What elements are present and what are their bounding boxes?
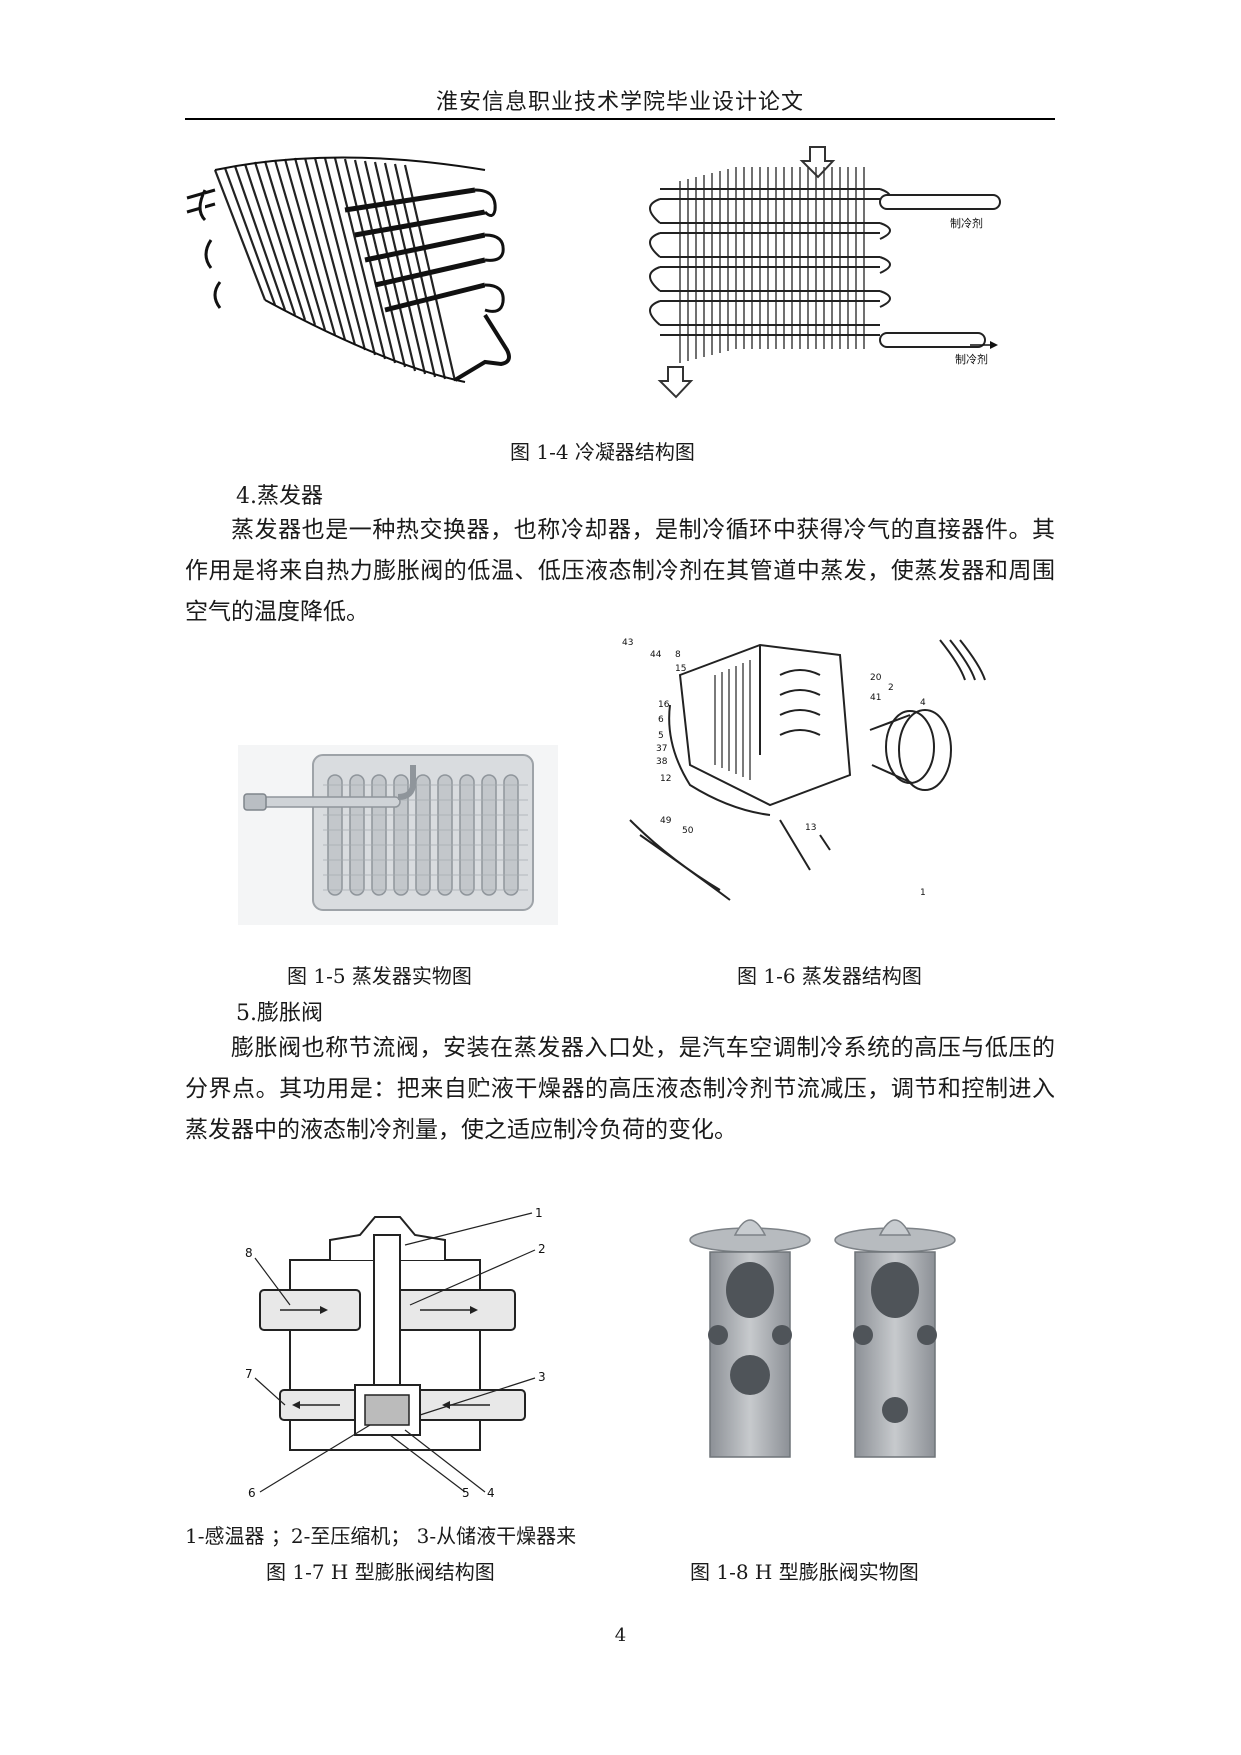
figure-1-4-caption: 图 1-4 冷凝器结构图 [510,440,695,464]
part-label-16: 16 [658,700,670,710]
part-label-41: 41 [870,693,881,703]
part-label-50: 50 [682,826,694,836]
part-label-37: 37 [656,744,667,754]
figure-1-7-legend: 1-感温器 ；2-至压缩机； 3-从储液干燥器来 [185,1524,577,1548]
part-label-44: 44 [650,650,662,660]
part-label-38: 38 [656,757,668,767]
part-label-49: 49 [660,816,672,826]
figure-1-5-caption: 图 1-5 蒸发器实物图 [287,964,472,988]
valve-label-1: 1 [535,1206,543,1220]
valve-label-5: 5 [462,1486,470,1500]
h-type-valve-photo [689,1219,956,1458]
part-label-5: 5 [658,731,664,741]
valve-label-3: 3 [538,1370,546,1384]
part-label-43: 43 [622,638,633,648]
valve-label-6: 6 [248,1486,256,1500]
part-label-2: 2 [888,683,894,693]
evaporator-photo [238,745,558,925]
section-heading-expansion-valve: 5.膨胀阀 [236,1001,323,1026]
part-label-6: 6 [658,715,664,725]
part-label-12: 12 [660,774,671,784]
part-label-20: 20 [870,673,882,683]
part-label-1: 1 [920,888,926,898]
figure-1-8-caption: 图 1-8 H 型膨胀阀实物图 [690,1560,919,1584]
condenser-front-view-drawing: 制冷剂 制冷剂 [649,146,1001,399]
evaporator-paragraph: 蒸发器也是一种热交换器，也称冷却器，是制冷循环中获得冷气的直接器件。其作用是将来… [185,517,1055,625]
refrigerant-inlet-label: 制冷剂 [950,216,983,230]
expansion-valve-paragraph: 膨胀阀也称节流阀，安装在蒸发器入口处，是汽车空调制冷系统的高压与低压的分界点。其… [185,1035,1055,1143]
valve-label-8: 8 [245,1246,253,1260]
valve-label-7: 7 [245,1367,253,1381]
condenser-perspective-drawing [186,156,511,383]
valve-label-4: 4 [487,1486,495,1500]
figure-1-6-caption: 图 1-6 蒸发器结构图 [737,964,922,988]
refrigerant-outlet-label: 制冷剂 [955,352,988,366]
part-label-8: 8 [675,650,681,660]
evaporator-structure-drawing: 43 44 8 15 16 6 5 37 38 12 20 41 2 4 13 … [622,638,986,901]
page-number: 4 [614,1625,627,1646]
h-type-valve-structure-drawing: 1 2 3 4 5 6 7 8 [245,1206,546,1500]
figure-1-7-caption: 图 1-7 H 型膨胀阀结构图 [266,1560,495,1584]
part-label-4: 4 [920,698,926,708]
valve-label-2: 2 [538,1242,546,1256]
part-label-13: 13 [805,823,816,833]
page-header-title: 淮安信息职业技术学院毕业设计论文 [435,90,804,115]
section-heading-evaporator: 4.蒸发器 [236,484,323,509]
part-label-15: 15 [675,664,686,674]
header-rule [185,118,1055,120]
